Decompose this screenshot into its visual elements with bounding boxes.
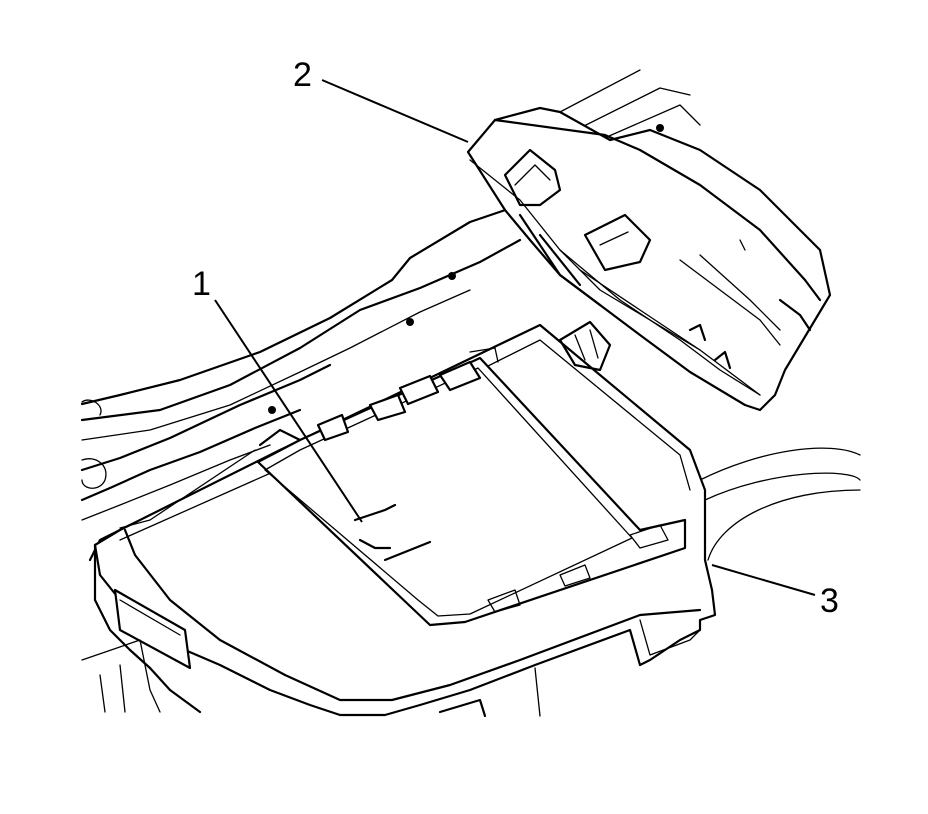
vehicle-body-structure [80,69,861,562]
battery-tray-housing [81,320,717,718]
leader-line-3 [711,564,816,596]
leader-line-2 [321,79,469,143]
callout-labels: 1 2 3 [192,56,839,620]
callout-1: 1 [192,265,211,303]
leader-line-1 [214,299,363,523]
battery-cover-removed [466,106,832,412]
callout-2: 2 [293,56,312,94]
leader-lines [214,79,816,596]
callout-3: 3 [820,582,839,620]
